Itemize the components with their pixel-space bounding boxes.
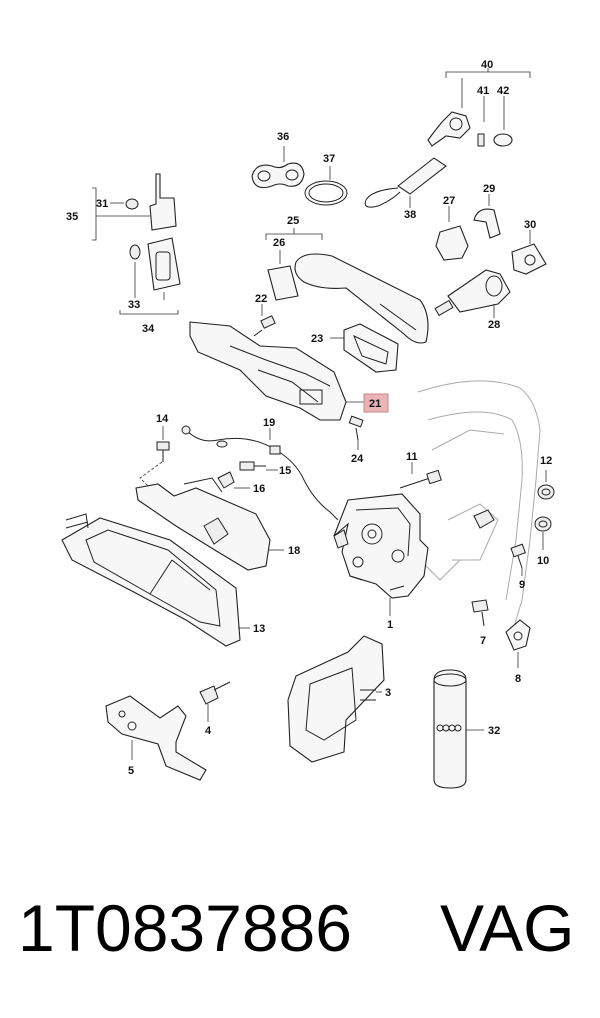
- lever-27-icon: [435, 225, 469, 261]
- clip-29-icon: [473, 208, 501, 239]
- exploded-parts-diagram: 40 41 42 36 37 38 31 35 33 34 25 26 27 2…: [61, 59, 555, 789]
- lock-cylinder-group: [434, 194, 547, 318]
- callout-16: 16: [253, 483, 265, 495]
- bolt-9: [510, 543, 526, 576]
- key-blade-icon: [149, 173, 177, 231]
- stop-10: [534, 516, 552, 550]
- callout-9: 9: [519, 579, 525, 591]
- callout-24: 24: [351, 453, 364, 465]
- handle-cap-icon: [267, 265, 299, 301]
- door-frame: [417, 380, 541, 641]
- fob-group: [92, 173, 181, 315]
- outer-handle-icon: [294, 253, 429, 344]
- screw-7: [471, 599, 489, 627]
- callout-41: 41: [477, 85, 489, 97]
- tag-38: [364, 157, 447, 208]
- callout-7: 7: [480, 635, 486, 647]
- striker-8: [505, 619, 531, 668]
- callout-21: 21: [369, 398, 381, 410]
- callout-26: 26: [273, 237, 285, 249]
- screw-22: [253, 304, 276, 337]
- trim-bezel-13: [61, 513, 250, 647]
- callout-labels: 40 41 42 36 37 38 31 35 33 34 25 26 27 2…: [66, 59, 552, 777]
- door-lock-1: [333, 493, 429, 616]
- callout-27: 27: [443, 195, 455, 207]
- callout-22: 22: [255, 293, 267, 305]
- callout-32: 32: [488, 725, 500, 737]
- inner-bracket-18: [135, 477, 284, 571]
- cap-icon: [493, 133, 513, 147]
- callout-42: 42: [497, 85, 509, 97]
- callout-23: 23: [311, 333, 323, 345]
- pin-icon: [477, 133, 485, 147]
- clip-16: [217, 471, 250, 489]
- pin-4: [199, 681, 231, 722]
- callout-14: 14: [156, 413, 169, 425]
- audi-rings-icon: [436, 724, 462, 732]
- callout-5: 5: [128, 765, 134, 777]
- callout-13: 13: [253, 623, 265, 635]
- callout-1: 1: [387, 619, 393, 631]
- handle-carrier-21: [189, 321, 347, 421]
- screw-14: [139, 426, 170, 489]
- screw-24: [348, 415, 364, 450]
- callout-35: 35: [66, 211, 78, 223]
- screw-15: [239, 461, 278, 471]
- callout-29: 29: [483, 183, 495, 195]
- callout-25: 25: [287, 215, 299, 227]
- canister-32: [433, 669, 484, 789]
- key-icon: [427, 111, 471, 147]
- callout-4: 4: [205, 725, 212, 737]
- stop-12: [537, 470, 555, 500]
- callout-15: 15: [279, 465, 291, 477]
- callout-37: 37: [323, 153, 335, 165]
- callout-40: 40: [481, 59, 493, 71]
- lock-cylinder-28-icon: [434, 269, 511, 317]
- callout-36: 36: [277, 131, 289, 143]
- callout-33: 33: [128, 299, 140, 311]
- rod-11: [399, 462, 442, 489]
- callout-30: 30: [524, 219, 536, 231]
- handle-group: [265, 228, 429, 344]
- seal-23: [330, 323, 399, 373]
- fob-housing-icon: [147, 237, 181, 291]
- cam-30-icon: [511, 243, 547, 275]
- callout-8: 8: [515, 673, 521, 685]
- callout-34: 34: [142, 323, 155, 335]
- brand-name: VAG: [440, 891, 575, 965]
- callout-11: 11: [406, 451, 418, 463]
- callout-19: 19: [263, 417, 275, 429]
- plate-5: [105, 695, 207, 781]
- callout-3: 3: [385, 687, 391, 699]
- cable-19: [181, 425, 339, 521]
- callout-10: 10: [537, 555, 549, 567]
- bracket-3: [287, 635, 385, 763]
- battery-31-icon: [125, 198, 139, 210]
- callout-21-highlight: [346, 393, 389, 413]
- key-group: [427, 68, 531, 147]
- oring-37: [304, 166, 348, 206]
- callout-18: 18: [288, 545, 300, 557]
- gasket-36: [251, 146, 305, 189]
- seal-33-icon: [129, 244, 141, 260]
- callout-28: 28: [488, 319, 500, 331]
- callout-12: 12: [540, 455, 552, 467]
- callout-31: 31: [96, 198, 108, 210]
- part-number: 1T0837886: [18, 891, 352, 965]
- callout-38: 38: [404, 209, 416, 221]
